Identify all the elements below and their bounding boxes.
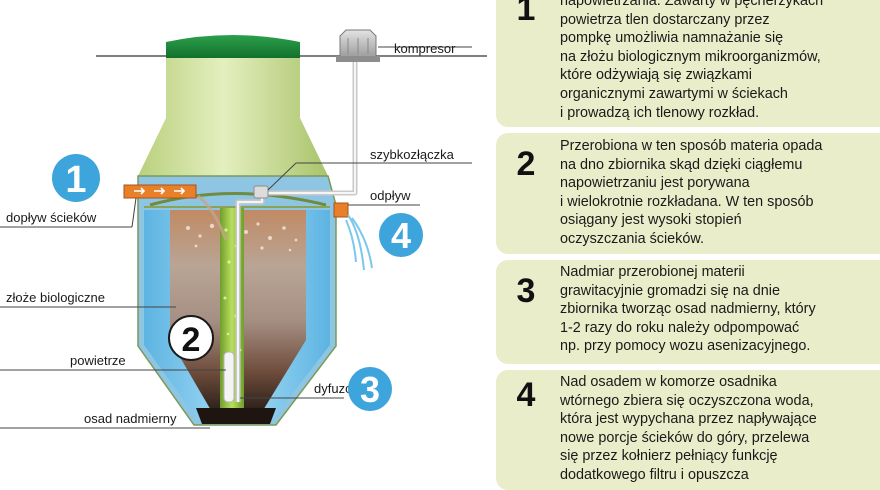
info-panel-4: 4 Nad osadem w komorze osadnika wtórnego… bbox=[496, 370, 880, 490]
label-zloze: złoże biologiczne bbox=[6, 290, 105, 305]
inlet-pipe bbox=[123, 184, 197, 199]
diffuser bbox=[223, 351, 235, 403]
tank-neck bbox=[138, 58, 328, 176]
label-szybkozlaczka: szybkozłączka bbox=[370, 147, 455, 162]
panel-1-number: 1 bbox=[516, 0, 536, 28]
info-panels: 1 napowietrzania. Zawarty w pęcherzykach… bbox=[496, 0, 880, 490]
badge-1-number: 1 bbox=[65, 159, 86, 201]
panel-3-text: Nadmiar przerobionej materii grawitacyjn… bbox=[560, 264, 816, 355]
tank-collar bbox=[149, 192, 327, 207]
inflow-stream bbox=[197, 194, 228, 241]
panel-2-text: Przerobiona w ten sposób materia opada n… bbox=[560, 138, 823, 247]
badge-2-number: 2 bbox=[182, 321, 201, 359]
label-powietrze: powietrze bbox=[70, 353, 126, 368]
treatment-plant-diagram: kompresor szybkozłączka odpływ dopływ śc… bbox=[0, 29, 487, 429]
outflow-water bbox=[345, 214, 373, 271]
info-panel-1: 1 napowietrzania. Zawarty w pęcherzykach… bbox=[496, 0, 880, 127]
info-panel-3: 3 Nadmiar przerobionej materii grawitacy… bbox=[496, 260, 880, 364]
badge-2: 2 bbox=[168, 315, 214, 361]
label-odplyw: odpływ bbox=[370, 188, 411, 203]
label-osad: osad nadmierny bbox=[84, 411, 177, 426]
panel-2-number: 2 bbox=[516, 145, 536, 183]
badge-1: 1 bbox=[52, 154, 100, 202]
panel-3-number: 3 bbox=[516, 272, 536, 310]
info-panel-2: 2 Przerobiona w ten sposób materia opada… bbox=[496, 133, 880, 254]
badge-3: 3 bbox=[348, 367, 392, 411]
outlet-pipe bbox=[333, 202, 349, 218]
label-kompresor: kompresor bbox=[394, 41, 456, 56]
panel-4-number: 4 bbox=[516, 376, 536, 414]
badge-4-number: 4 bbox=[391, 215, 411, 256]
label-dyfuzor: dyfuzor bbox=[314, 381, 357, 396]
badge-3-number: 3 bbox=[360, 369, 380, 410]
panel-1-text: napowietrzania. Zawarty w pęcherzykach p… bbox=[560, 0, 824, 121]
badge-4: 4 bbox=[379, 213, 423, 257]
compressor bbox=[336, 29, 380, 62]
label-doplyw: dopływ ścieków bbox=[6, 210, 97, 225]
tank-lid bbox=[166, 35, 300, 58]
sludge-bottom bbox=[196, 408, 276, 424]
quick-connector bbox=[253, 185, 269, 199]
panel-4-text: Nad osadem w komorze osadnika wtórnego z… bbox=[560, 374, 817, 483]
